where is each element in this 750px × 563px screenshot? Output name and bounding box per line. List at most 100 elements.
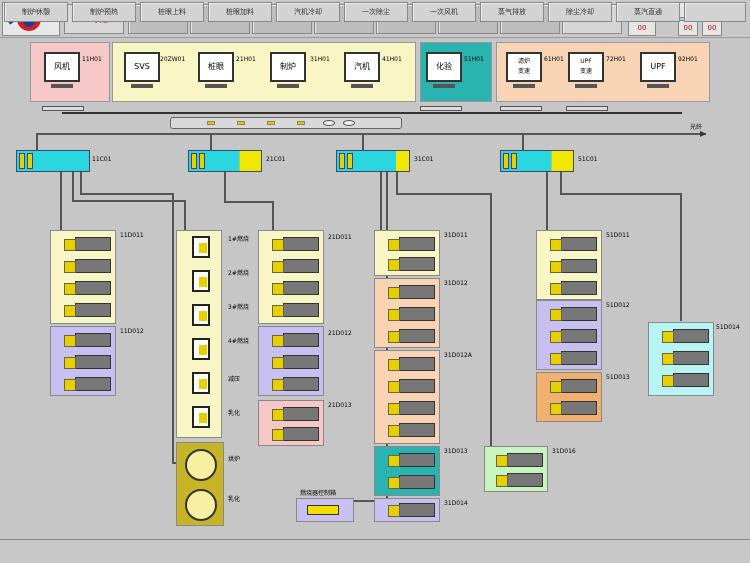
io-module (662, 373, 709, 387)
io-panel-31d012a[interactable] (374, 350, 440, 444)
io-module (64, 281, 111, 295)
plc-rack-51c01[interactable] (500, 150, 574, 172)
switch-led (343, 120, 355, 126)
ws-tag: 31H01 (310, 56, 330, 63)
io-line (80, 193, 174, 195)
io-module (272, 355, 319, 369)
io-module (550, 281, 597, 295)
burner-label: 4#燃烧 (228, 338, 249, 345)
ws-tag: 11H01 (82, 56, 102, 63)
io-line (184, 200, 186, 240)
nav-button[interactable]: 制炉休憩 (4, 2, 68, 22)
keyboard-icon (566, 106, 608, 111)
workstation-fan[interactable]: 风机 (44, 52, 80, 94)
io-line (490, 193, 492, 447)
rack-drop (210, 133, 212, 151)
io-panel-motors[interactable] (176, 442, 224, 526)
io-module (272, 259, 319, 273)
io-module (550, 237, 597, 251)
workstation-svs[interactable]: SVS (124, 52, 160, 94)
io-module (64, 333, 111, 347)
plc-rack-31c01[interactable] (336, 150, 410, 172)
panel-label: 31D011 (444, 232, 468, 239)
keyboard-icon (500, 106, 542, 111)
io-line (60, 172, 62, 232)
io-line (560, 193, 680, 195)
io-panel-31d016[interactable] (484, 446, 548, 492)
nav-button[interactable]: 蒸汽直通 (616, 2, 680, 22)
io-line (272, 201, 274, 231)
io-panel-21d011[interactable] (258, 230, 324, 324)
rack-label: 11C01 (92, 156, 112, 163)
burner-module (192, 406, 210, 428)
workstation-lab[interactable]: 化验 (426, 52, 462, 94)
io-panel-21d013[interactable] (258, 400, 324, 446)
io-line (396, 193, 492, 195)
time-hour: 00 (628, 20, 656, 36)
io-module (550, 351, 597, 365)
workstation-ups2[interactable]: UPF 变速 (568, 52, 604, 94)
io-module (550, 259, 597, 273)
io-panel-31d011[interactable] (374, 230, 440, 276)
nav-button[interactable]: 除尘冷却 (548, 2, 612, 22)
fiber-ring (36, 133, 706, 135)
nav-button[interactable]: 一次风机 (412, 2, 476, 22)
workstation-ups3[interactable]: UPF (640, 52, 676, 94)
time-sec: 00 (702, 20, 722, 36)
ws-tag: 41H01 (382, 56, 402, 63)
rack-drop (36, 133, 38, 151)
fiber-label: 光纤 (690, 124, 703, 131)
io-panel-31d012[interactable] (374, 278, 440, 348)
io-panel-11d011[interactable] (50, 230, 116, 324)
rack-cpu (511, 153, 517, 169)
network-switch (170, 117, 402, 129)
nav-button[interactable]: 汽机冷却 (276, 2, 340, 22)
plc-rack-21c01[interactable] (188, 150, 262, 172)
plc-rack-11c01[interactable] (16, 150, 90, 172)
io-module (662, 351, 709, 365)
io-panel-51d013[interactable] (536, 372, 602, 422)
switch-port (267, 121, 275, 125)
workstation-charge[interactable]: 桩眼 (198, 52, 234, 94)
io-panel-21d012[interactable] (258, 326, 324, 396)
io-panel-51d012[interactable] (536, 300, 602, 370)
rack-drop (362, 133, 364, 151)
switch-port (297, 121, 305, 125)
workstation-furnace[interactable]: 制炉 (270, 52, 306, 94)
nav-button[interactable]: 蒸气排放 (480, 2, 544, 22)
panel-label: 31D014 (444, 500, 468, 507)
burner-control-box[interactable] (296, 498, 354, 522)
burner-label: 减压 (228, 376, 241, 383)
io-panel-burners[interactable] (176, 230, 222, 438)
rack-cpu (347, 153, 353, 169)
io-panel-51d014[interactable] (648, 322, 714, 396)
io-panel-31d014[interactable] (374, 498, 440, 522)
io-module (272, 281, 319, 295)
burner-label: 乳化 (228, 410, 241, 417)
nav-button[interactable]: 桩眼上料 (140, 2, 204, 22)
nav-button-blank[interactable] (684, 2, 746, 22)
ws-tag: 92H01 (678, 56, 698, 63)
keyboard-icon (42, 106, 84, 111)
nav-button[interactable]: 制炉预热 (72, 2, 136, 22)
workstation-ups1[interactable]: 滤炉 变速 (506, 52, 542, 94)
io-panel-11d012[interactable] (50, 326, 116, 396)
io-panel-31d013[interactable] (374, 446, 440, 496)
panel-label: 31D016 (552, 448, 576, 455)
switch-port (237, 121, 245, 125)
io-module (388, 503, 435, 517)
workstation-turbine[interactable]: 汽机 (344, 52, 380, 94)
rack-psu (339, 153, 345, 169)
burner-module (192, 236, 210, 258)
burner-module (192, 304, 210, 326)
io-panel-51d011[interactable] (536, 230, 602, 300)
nav-button[interactable]: 一次除尘 (344, 2, 408, 22)
io-line (396, 172, 398, 194)
motor-icon (185, 449, 217, 481)
rack-psu (503, 153, 509, 169)
io-module (272, 237, 319, 251)
panel-label: 燃烧器控制箱 (300, 490, 337, 497)
io-line (350, 500, 388, 502)
io-module (64, 377, 111, 391)
nav-button[interactable]: 桩眼加料 (208, 2, 272, 22)
